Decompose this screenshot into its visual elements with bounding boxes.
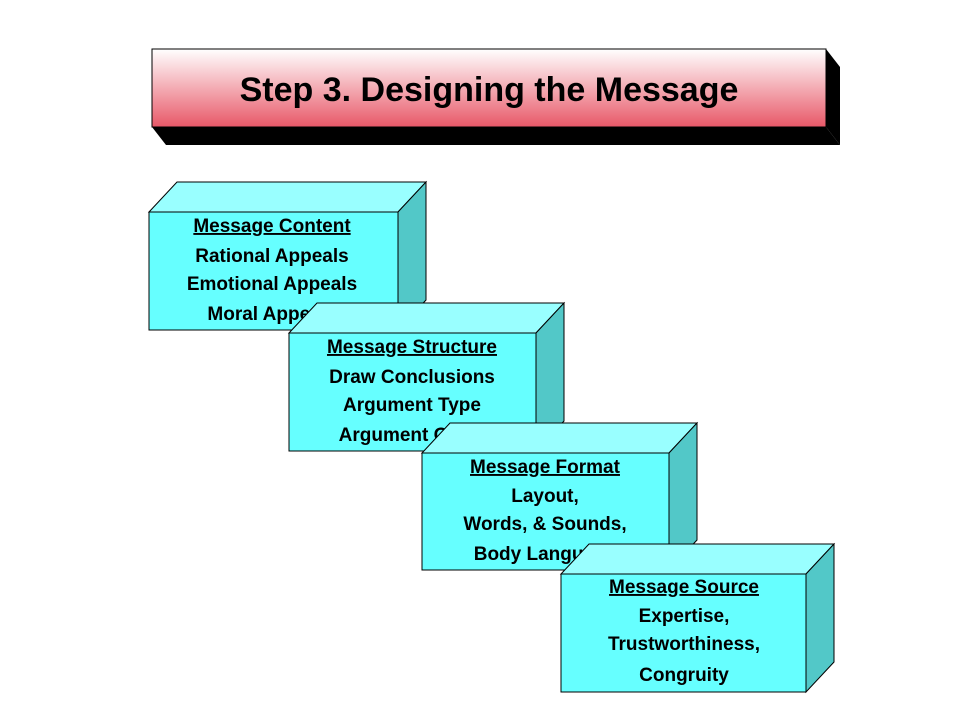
step-box-top-face — [147, 181, 428, 213]
step-line: Congruity — [639, 665, 729, 686]
step-box-content: Message Content Rational Appeals Emotion… — [147, 180, 428, 332]
step-heading: Message Structure — [327, 337, 497, 358]
title-banner-face — [151, 48, 827, 128]
step-line: Rational Appeals — [195, 246, 348, 267]
step-box-top-face — [420, 422, 699, 454]
step-line: Emotional Appeals — [187, 274, 357, 295]
step-line: Layout, — [511, 486, 579, 507]
title-banner-shadow-side — [826, 49, 840, 145]
step-line: Draw Conclusions — [329, 367, 495, 388]
step-box-front-face — [560, 573, 807, 693]
step-box-top-face — [287, 302, 566, 334]
step-line: Trustworthiness, — [608, 634, 760, 655]
step-box-top-face — [559, 543, 836, 575]
step-line: Expertise, — [639, 606, 730, 627]
title-banner: Step 3. Designing the Message — [151, 48, 840, 145]
title-banner-shadow-bottom — [152, 127, 840, 145]
step-line: Words, & Sounds, — [463, 514, 626, 535]
step-heading: Message Format — [470, 457, 621, 478]
step-heading: Message Content — [193, 216, 351, 237]
step-line: Argument Type — [343, 395, 481, 416]
step-box-source: Message Source Expertise, Trustworthines… — [559, 542, 836, 694]
page-title: Step 3. Designing the Message — [240, 71, 739, 109]
step-heading: Message Source — [609, 577, 759, 598]
